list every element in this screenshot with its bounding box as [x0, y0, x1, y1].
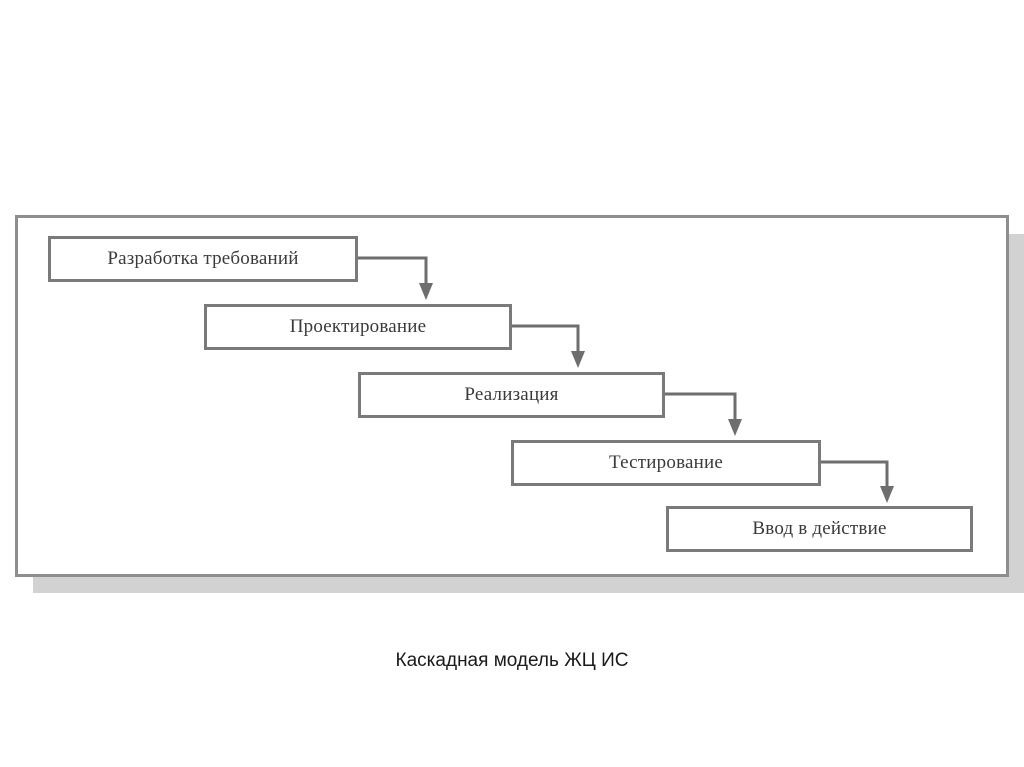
- stage-implementation: Реализация: [358, 372, 665, 418]
- diagram-caption: Каскадная модель ЖЦ ИС: [395, 650, 629, 671]
- stage-requirements: Разработка требований: [48, 236, 358, 282]
- stage-testing-label: Тестирование: [608, 452, 724, 473]
- stage-implementation-label: Реализация: [464, 384, 559, 405]
- stage-testing: Тестирование: [511, 440, 821, 486]
- stage-design-label: Проектирование: [289, 316, 427, 337]
- stage-design: Проектирование: [204, 304, 512, 350]
- stage-deployment: Ввод в действие: [666, 506, 973, 552]
- stage-deployment-label: Ввод в действие: [752, 518, 887, 539]
- stage-requirements-label: Разработка требований: [107, 248, 299, 269]
